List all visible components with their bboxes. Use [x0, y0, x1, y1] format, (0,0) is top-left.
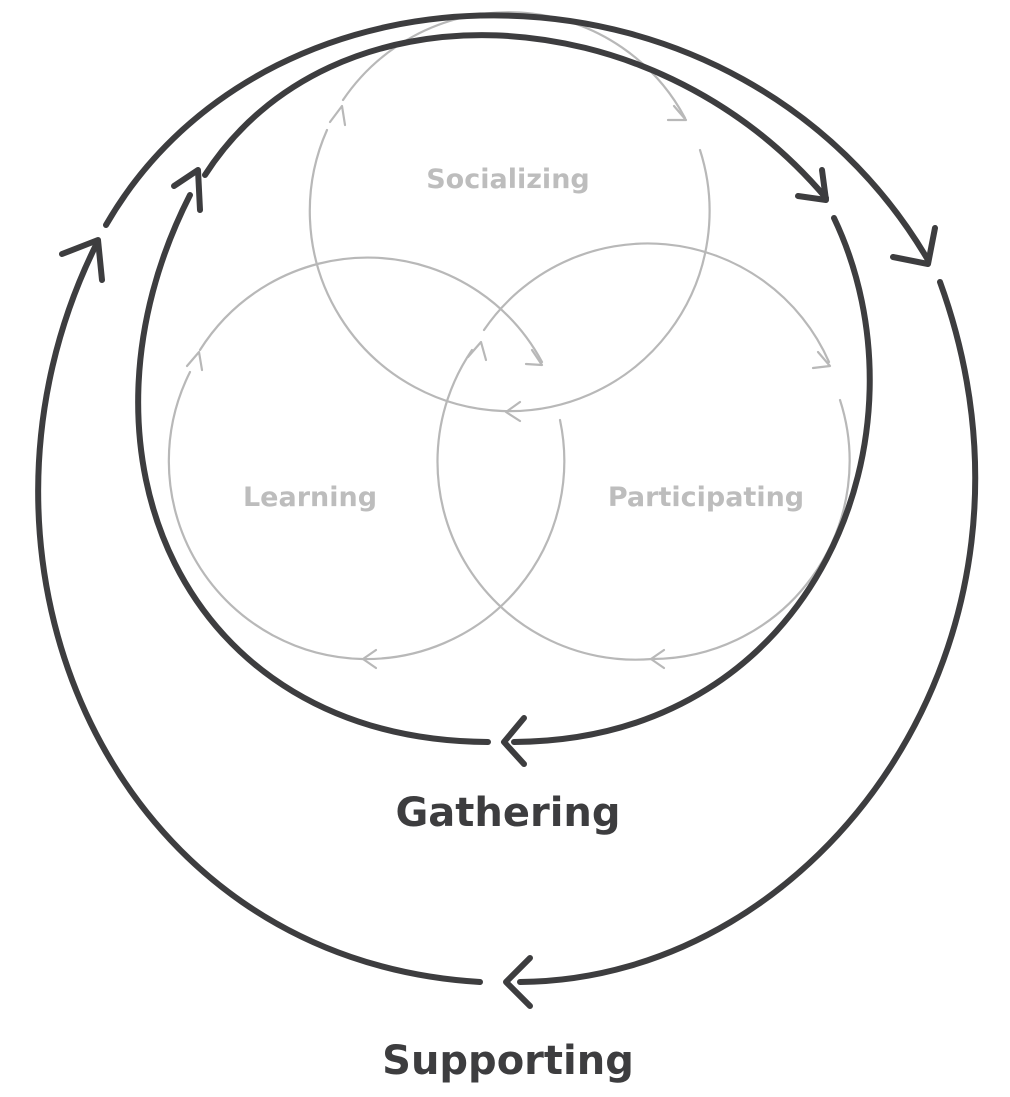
gathering-arrow-bottom [501, 715, 527, 767]
learning-arrow-left [185, 350, 204, 372]
gathering-arc-left [135, 192, 491, 745]
supporting-arc-left [35, 242, 483, 985]
learning-cycle: Learning [167, 256, 566, 670]
socializing-arrow-bottom [504, 400, 522, 423]
supporting-arrow-left [59, 237, 105, 283]
supporting-arrow-bottom [503, 955, 533, 1009]
participating-cycle: Participating [436, 242, 851, 670]
learning-ring [167, 256, 566, 661]
learning-label: Learning [243, 482, 377, 513]
participating-arrow-bottom [649, 648, 666, 670]
supporting-arc-top [103, 12, 931, 263]
socializing-arrow-top [666, 104, 688, 122]
gathering-arrow-right [795, 167, 829, 203]
supporting-arrow-right [890, 225, 938, 267]
socializing-arrow-left [328, 104, 347, 127]
participating-arrow-top [811, 350, 832, 370]
socializing-label: Socializing [426, 164, 590, 195]
gathering-arc-right [511, 215, 873, 745]
gathering-label: Gathering [395, 790, 620, 836]
participating-arrow-left [466, 340, 488, 362]
participating-ring [436, 242, 851, 661]
learning-arrow-top [524, 348, 544, 367]
gathering-arrow-left [171, 167, 203, 213]
supporting-arc-right [517, 279, 979, 985]
gathering-arc-top [202, 32, 829, 201]
supporting-cycle: Supporting [35, 12, 979, 1084]
socializing-cycle: Socializing [308, 11, 711, 423]
gathering-cycle: Gathering [135, 32, 873, 836]
participating-label: Participating [608, 482, 804, 513]
learning-arrow-bottom [361, 648, 378, 670]
supporting-label: Supporting [382, 1038, 634, 1084]
